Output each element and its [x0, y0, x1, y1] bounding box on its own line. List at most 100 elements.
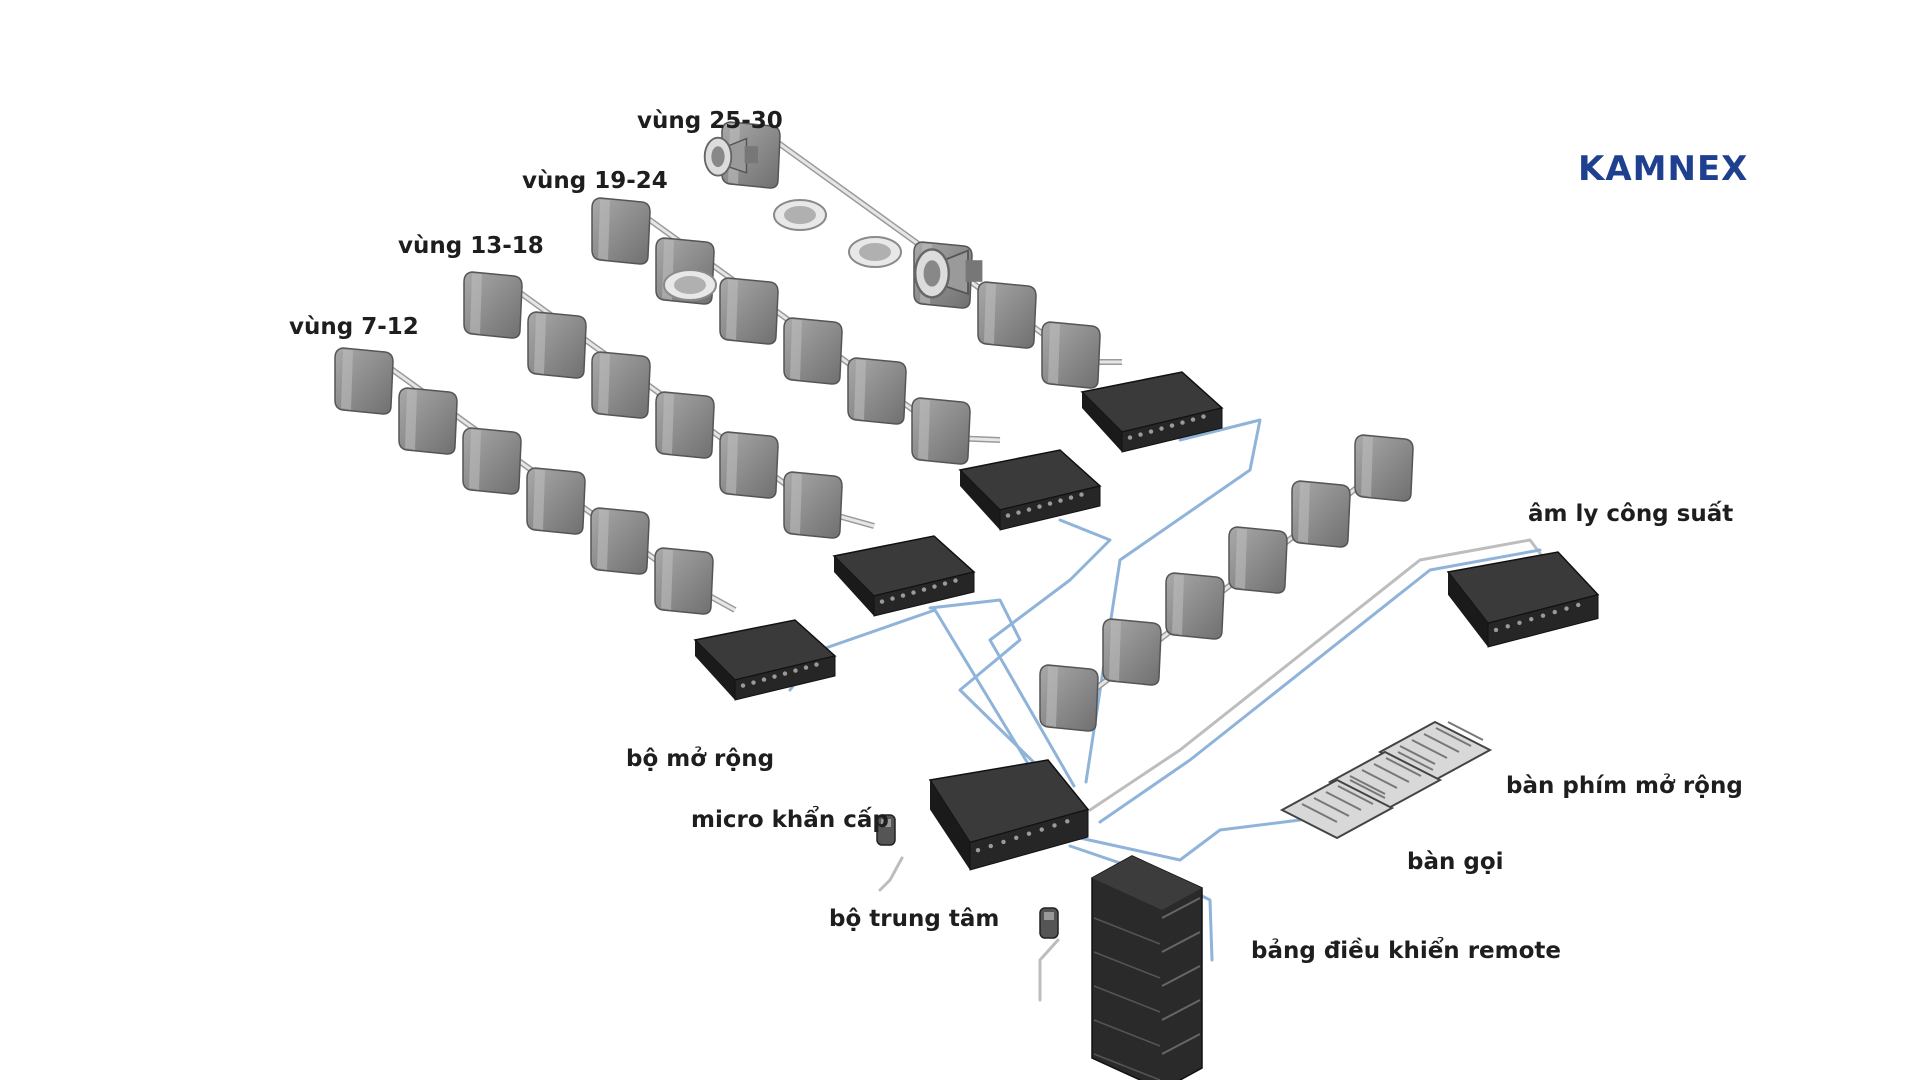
speaker-icon	[463, 271, 523, 339]
speaker-face-highlight	[661, 550, 673, 610]
amp-knob	[1564, 606, 1569, 611]
amp-knob	[1001, 839, 1006, 845]
keypad-key	[1423, 733, 1460, 753]
amp-knob	[1037, 504, 1042, 509]
speaker-icon	[1228, 526, 1288, 594]
speaker-icon	[462, 427, 522, 495]
speaker-face-highlight	[1046, 667, 1058, 727]
amp-knob	[988, 843, 993, 849]
keypad-key	[1411, 739, 1448, 759]
speaker-face-highlight	[1298, 483, 1310, 543]
amp-knob	[1540, 613, 1546, 618]
label-call-station: bàn gọi	[1407, 849, 1504, 875]
speaker-icon	[911, 397, 971, 465]
speaker-icon	[334, 347, 394, 415]
keypad-key	[1301, 803, 1338, 823]
label-zone-25-30: vùng 25-30	[637, 108, 783, 134]
amp-knob	[1065, 819, 1070, 824]
speaker-face-highlight	[790, 474, 802, 534]
keypad-key	[1349, 775, 1386, 795]
expander-amplifier-icon	[832, 535, 976, 617]
expander-amplifier-icon	[1080, 371, 1224, 453]
amp-knob	[772, 674, 777, 679]
kamnex-logo: KAMNEX	[1578, 149, 1749, 189]
rack-slot-side	[1093, 951, 1161, 979]
amp-knob	[1190, 417, 1196, 422]
label-extension-keypad: bàn phím mở rộng	[1506, 773, 1743, 799]
speaker-face-highlight	[790, 320, 802, 380]
rack-slot-side	[1093, 1019, 1161, 1047]
rack-slot	[1161, 897, 1201, 919]
link-cable-mic-2	[1038, 938, 1060, 1002]
label-expander: bộ mở rộng	[626, 746, 775, 772]
speaker-face-highlight	[405, 390, 417, 450]
amp-knob	[975, 848, 981, 853]
link-cable-mic	[878, 856, 904, 892]
speaker-face-highlight	[726, 280, 738, 340]
amp-knob	[890, 596, 895, 601]
amp-knob	[1159, 426, 1164, 431]
mic-grille	[881, 819, 891, 827]
amp-knob	[1058, 498, 1063, 503]
rack-slot-side	[1093, 1053, 1161, 1080]
horn-throat	[923, 260, 941, 287]
rack-slot-side	[1093, 917, 1161, 945]
speaker-icon	[1354, 434, 1414, 502]
amp-knob	[803, 665, 809, 670]
horn-speaker-icon	[703, 136, 758, 177]
amp-front	[873, 571, 975, 617]
speaker-face-highlight	[469, 430, 481, 490]
amp-knob	[1005, 513, 1011, 518]
amp-knob	[1138, 432, 1143, 437]
label-power-amp: âm ly công suất	[1528, 501, 1734, 527]
speaker-icon	[783, 471, 843, 539]
amp-knob	[761, 677, 767, 682]
speaker-icon	[591, 351, 651, 419]
link-cable-call-station	[1078, 818, 1302, 862]
rack-top	[1092, 856, 1202, 910]
keypad-key	[1349, 779, 1386, 799]
amp-side	[834, 556, 874, 616]
amp-knob	[1079, 492, 1084, 497]
keypad-key	[1435, 727, 1472, 747]
rack-slot	[1161, 965, 1201, 987]
link-cable-expander-2	[928, 598, 1064, 792]
amp-knob	[1517, 620, 1522, 625]
speaker-icon	[526, 467, 586, 535]
amp-knob	[740, 683, 746, 688]
keypad-key	[1397, 751, 1434, 771]
speaker-icon	[1165, 572, 1225, 640]
speaker-icon	[591, 197, 651, 265]
amp-knob	[1576, 602, 1581, 608]
amp-knob	[1169, 423, 1175, 428]
keypad-key	[1361, 769, 1398, 789]
speaker-face-highlight	[341, 350, 353, 410]
horn-speaker-icon	[913, 248, 983, 299]
amp-knob	[911, 590, 916, 595]
amp-front	[969, 808, 1089, 871]
device-layer	[334, 121, 1600, 1080]
amp-knob	[1201, 414, 1206, 419]
speaker-icon	[590, 507, 650, 575]
speaker-icon	[1291, 480, 1351, 548]
amp-knob	[1026, 831, 1032, 836]
central-unit-icon	[928, 759, 1090, 871]
speaker-face-highlight	[598, 354, 610, 414]
ceiling-speaker-icon	[663, 269, 717, 301]
ceiling-speaker-cone	[859, 243, 891, 261]
ceiling-speaker-icon	[848, 236, 902, 268]
amp-knob	[1529, 617, 1534, 622]
amp-knob	[879, 599, 885, 604]
horn-throat	[711, 146, 725, 168]
speaker-icon	[719, 277, 779, 345]
speaker-icon	[398, 387, 458, 455]
rack-slot	[1161, 999, 1201, 1021]
keypad-key	[1447, 721, 1484, 741]
amp-knob	[1505, 624, 1510, 629]
mic-grille	[1044, 912, 1054, 920]
speaker-face-highlight	[1048, 324, 1060, 384]
speaker-face-highlight	[597, 510, 609, 570]
amp-knob	[900, 593, 906, 598]
link-cable-expander-3	[988, 518, 1112, 788]
